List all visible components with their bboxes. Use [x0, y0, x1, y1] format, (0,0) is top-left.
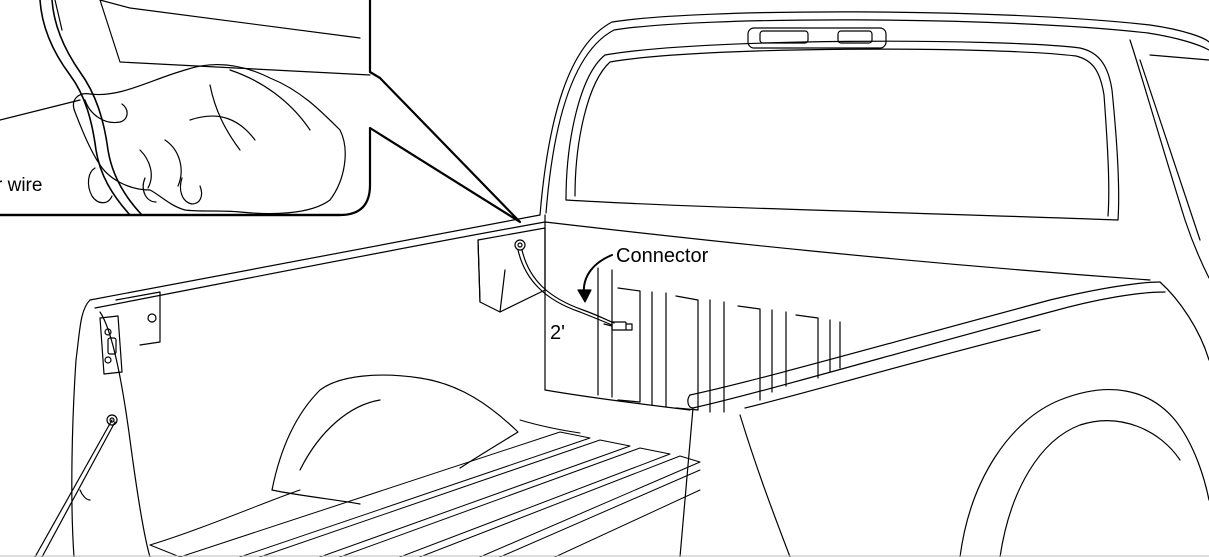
- left-wheel-well: [271, 374, 519, 505]
- bed-front-wall: [544, 214, 1151, 413]
- length-label: 2': [550, 322, 565, 344]
- brake-light: [747, 27, 887, 49]
- detail-callout: [0, 0, 522, 224]
- callout-wire-label: r wire: [0, 175, 42, 196]
- wire-bracket: [477, 227, 546, 313]
- bed-left-side: [34, 214, 546, 557]
- connector-arrow: [577, 254, 613, 303]
- hand-sketch: [72, 63, 346, 215]
- wiring-harness: [517, 249, 633, 331]
- bed-floor: [149, 419, 701, 557]
- bed-right-side: [679, 281, 1209, 557]
- connector-label: Connector: [616, 245, 709, 267]
- truck-cab: [539, 11, 1209, 279]
